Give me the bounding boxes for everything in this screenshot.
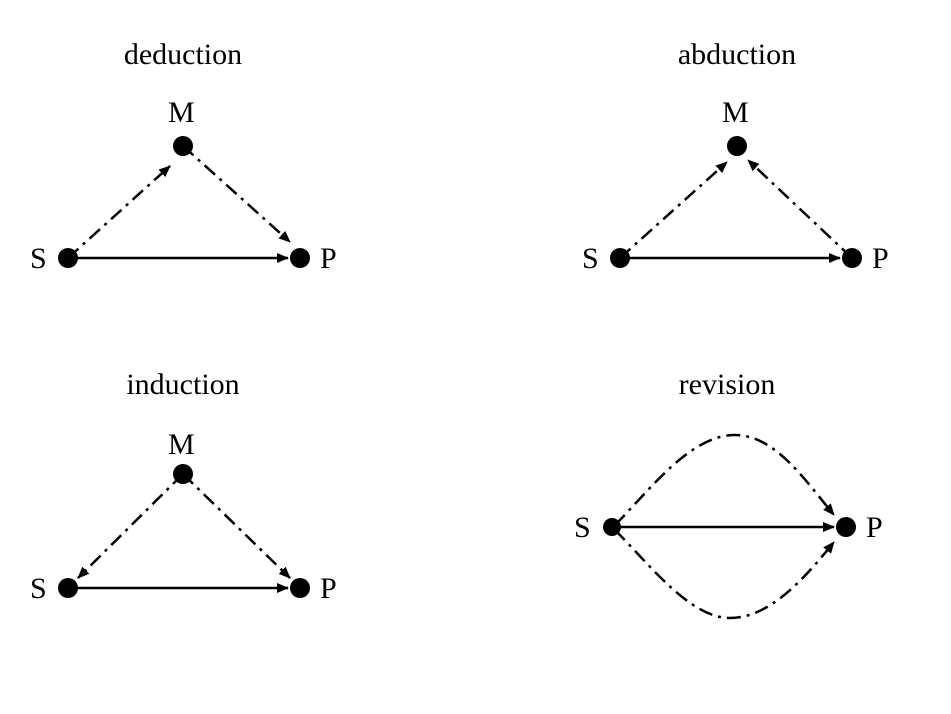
deduction-edge-s-m: [67, 165, 171, 259]
deduction-label-p: P: [320, 242, 337, 275]
deduction-diagram: [58, 136, 310, 268]
induction-diagram: [58, 464, 310, 598]
abduction-label-s: S: [582, 242, 599, 275]
deduction-node-s: [58, 248, 78, 268]
revision-diagram: [603, 433, 856, 620]
deduction-node-m: [173, 136, 193, 156]
abduction-node-m: [727, 136, 747, 156]
revision-edge-upper: [614, 433, 835, 526]
induction-node-m: [173, 464, 193, 484]
induction-edge-m-s: [77, 473, 184, 579]
revision-node-p: [836, 517, 856, 537]
abduction-edge-s-m: [619, 161, 728, 259]
induction-node-s: [58, 578, 78, 598]
abduction-diagram: [610, 136, 862, 268]
revision-label-s: S: [574, 511, 591, 544]
induction-edge-m-p: [182, 473, 291, 579]
deduction-edge-m-p: [182, 145, 291, 243]
abduction-node-p: [842, 248, 862, 268]
induction-label-p: P: [320, 572, 337, 605]
abduction-edge-p-m: [747, 159, 853, 259]
abduction-title: abduction: [677, 38, 797, 71]
abduction-node-s: [610, 248, 630, 268]
revision-node-s: [603, 518, 621, 536]
induction-label-s: S: [30, 572, 47, 605]
induction-node-p: [290, 578, 310, 598]
abduction-label-p: P: [872, 242, 889, 275]
deduction-node-p: [290, 248, 310, 268]
induction-label-m: M: [168, 428, 195, 461]
abduction-label-m: M: [722, 96, 749, 129]
induction-title: induction: [126, 368, 240, 401]
revision-edge-lower: [614, 529, 835, 620]
revision-label-p: P: [866, 511, 883, 544]
revision-title: revision: [678, 368, 776, 401]
deduction-label-s: S: [30, 242, 47, 275]
deduction-label-m: M: [168, 96, 195, 129]
deduction-title: deduction: [123, 38, 243, 71]
